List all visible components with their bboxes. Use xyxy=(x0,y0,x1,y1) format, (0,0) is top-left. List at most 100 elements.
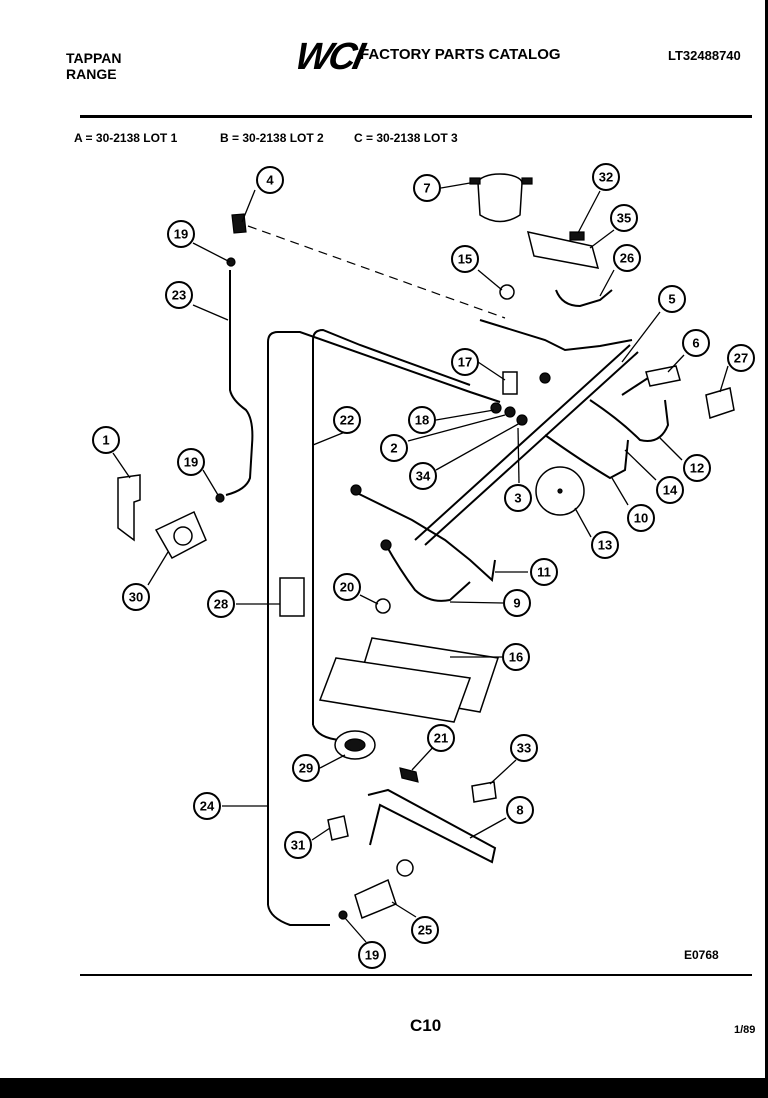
svg-text:21: 21 xyxy=(434,731,448,746)
callout-7: 7 xyxy=(413,174,441,202)
callout-30: 30 xyxy=(122,583,150,611)
leader-26 xyxy=(599,269,615,297)
callout-27: 27 xyxy=(727,344,755,372)
tube-nut-top xyxy=(226,257,236,267)
callout-29: 29 xyxy=(292,754,320,782)
svg-text:26: 26 xyxy=(620,251,634,266)
svg-text:28: 28 xyxy=(214,597,228,612)
leader-2 xyxy=(407,414,506,442)
svg-text:8: 8 xyxy=(516,803,523,818)
leader-14 xyxy=(624,449,657,481)
svg-text:19: 19 xyxy=(174,227,188,242)
svg-text:32: 32 xyxy=(599,170,613,185)
fitting-lower xyxy=(380,539,392,551)
callout-28: 28 xyxy=(207,590,235,618)
connector-tube-lower xyxy=(385,544,471,602)
thermostat-tab-right xyxy=(521,177,533,185)
pilot-clip xyxy=(231,213,247,234)
callout-6: 6 xyxy=(682,329,710,357)
pilot-tube xyxy=(312,328,471,725)
orifice-spud xyxy=(354,878,397,920)
leader-1 xyxy=(112,452,131,479)
svg-text:18: 18 xyxy=(415,413,429,428)
callout-15: 15 xyxy=(451,245,479,273)
callout-8: 8 xyxy=(506,796,534,824)
callout-4: 4 xyxy=(256,166,284,194)
spark-module xyxy=(705,387,735,419)
ignition-switch xyxy=(526,231,600,269)
pilot-tube-end xyxy=(312,724,341,741)
tube-nut-mid xyxy=(215,493,225,503)
manifold-pipe xyxy=(414,344,631,541)
svg-text:13: 13 xyxy=(598,538,612,553)
thermostat-body xyxy=(477,182,523,223)
leader-7 xyxy=(440,182,471,189)
lot-c: C = 30-2138 LOT 3 xyxy=(354,131,458,145)
callout-33: 33 xyxy=(510,734,538,762)
callout-9: 9 xyxy=(503,589,531,617)
callout-24: 24 xyxy=(193,792,221,820)
leader-19c xyxy=(344,917,367,943)
callout-14: 14 xyxy=(656,476,684,504)
callout-19-top: 19 xyxy=(167,220,195,248)
svg-text:11: 11 xyxy=(537,565,551,580)
callout-1: 1 xyxy=(92,426,120,454)
svg-text:27: 27 xyxy=(734,351,748,366)
valve-fitting-3 xyxy=(516,414,528,426)
leader-4 xyxy=(241,189,256,223)
svg-text:4: 4 xyxy=(266,173,274,188)
coil-center xyxy=(344,738,366,752)
burner-cap-center xyxy=(557,488,563,494)
pilot-supply-line xyxy=(589,399,670,442)
leader-32 xyxy=(577,190,601,234)
svg-text:20: 20 xyxy=(340,580,354,595)
catalog-title: FACTORY PARTS CATALOG xyxy=(360,46,561,63)
svg-text:5: 5 xyxy=(668,292,675,307)
callout-35: 35 xyxy=(610,204,638,232)
lot-b: B = 30-2138 LOT 2 xyxy=(220,131,324,145)
callout-3: 3 xyxy=(504,484,532,512)
lot-a: A = 30-2138 LOT 1 xyxy=(74,131,178,145)
svg-text:23: 23 xyxy=(172,288,186,303)
svg-text:14: 14 xyxy=(663,483,678,498)
scan-right-edge xyxy=(765,0,768,1098)
callout-11: 11 xyxy=(530,558,558,586)
leader-23 xyxy=(192,304,229,321)
brand-name: TAPPAN xyxy=(66,50,122,66)
svg-text:15: 15 xyxy=(458,252,472,267)
burner-tube xyxy=(225,270,254,496)
svg-text:25: 25 xyxy=(418,923,432,938)
tube-lower-bend xyxy=(267,904,330,926)
svg-text:31: 31 xyxy=(291,838,305,853)
igniter-tube xyxy=(544,434,629,480)
leader-29 xyxy=(319,754,346,769)
callout-16: 16 xyxy=(502,643,530,671)
svg-text:34: 34 xyxy=(416,469,431,484)
leader-19b xyxy=(202,469,219,496)
leader-8 xyxy=(469,817,507,839)
orifice-ring xyxy=(396,859,414,877)
leader-22 xyxy=(312,431,346,446)
leader-31 xyxy=(311,827,331,841)
svg-text:29: 29 xyxy=(299,761,313,776)
oven-burner xyxy=(367,788,497,864)
manifold-pipe-edge xyxy=(424,351,639,546)
alignment-line xyxy=(247,225,506,319)
valve-fitting-1 xyxy=(490,402,502,414)
pilot-adjust-link xyxy=(621,377,649,396)
callout-17: 17 xyxy=(451,348,479,376)
leader-17 xyxy=(477,361,506,381)
leader-34 xyxy=(435,422,521,471)
tube-nut-bottom xyxy=(338,910,348,920)
leader-19a xyxy=(192,242,231,263)
callout-32: 32 xyxy=(592,163,620,191)
diagram-code: E0768 xyxy=(684,948,719,962)
leader-12 xyxy=(659,437,683,461)
product-type: RANGE xyxy=(66,66,117,82)
leader-15 xyxy=(477,269,503,291)
valve-body xyxy=(502,371,518,395)
svg-text:12: 12 xyxy=(690,461,704,476)
callout-23: 23 xyxy=(165,281,193,309)
